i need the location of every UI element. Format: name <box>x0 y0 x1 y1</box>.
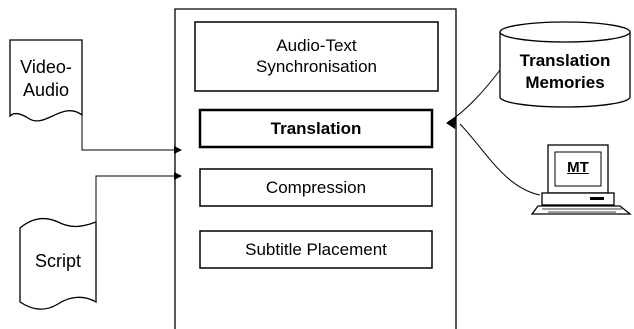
process-container <box>174 8 457 329</box>
step-label-translation: Translation <box>270 119 362 138</box>
video-audio-arrow <box>81 113 182 154</box>
step-label-sync: Audio-Text Synchronisation <box>256 36 377 76</box>
translation-memories-label: Translation Memories <box>519 51 611 92</box>
script-arrow <box>95 172 182 230</box>
step-box-subtitle-placement <box>199 230 433 269</box>
mt-computer-icon <box>530 144 632 215</box>
step-box-compression <box>199 168 433 207</box>
video-audio-label: Video- Audio <box>20 57 72 100</box>
translation-input-arrowhead <box>446 117 456 129</box>
step-box-sync <box>194 21 439 92</box>
step-box-translation <box>198 108 434 149</box>
step-label-compression: Compression <box>265 178 367 197</box>
mt-label: MT <box>567 159 589 176</box>
script-document <box>19 217 97 310</box>
script-label: Script <box>34 251 81 271</box>
video-audio-document <box>9 39 83 122</box>
step-label-subtitle-placement: Subtitle Placement <box>245 240 387 259</box>
mt-arrow <box>459 123 541 196</box>
translation-memories-arrow <box>447 69 501 123</box>
translation-memories-database <box>499 21 631 108</box>
